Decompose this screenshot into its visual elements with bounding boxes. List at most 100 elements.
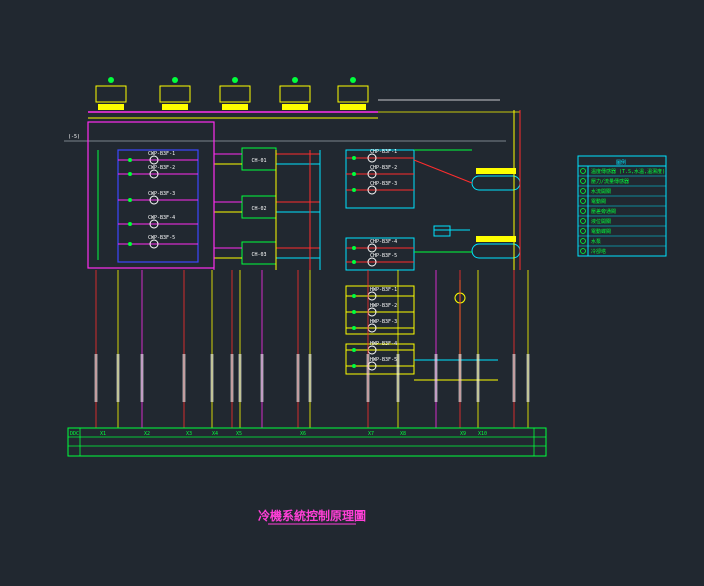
pump-label: CHP-B3F-2 bbox=[370, 165, 397, 171]
bus-terminal-label: X5 bbox=[236, 431, 242, 437]
pump-label: CHP-B3F-5 bbox=[370, 253, 397, 259]
pump-label: HWP-B3F-5 bbox=[370, 357, 397, 363]
legend-symbol-icon bbox=[580, 218, 586, 224]
legend-item: 電動閥 bbox=[591, 198, 606, 205]
legend-item: 液位開關 bbox=[591, 218, 611, 225]
valve-icon bbox=[352, 348, 356, 352]
pump-label: HWP-B3F-3 bbox=[370, 319, 397, 325]
pump-icon bbox=[149, 219, 159, 229]
legend-item: 冷卻塔 bbox=[591, 248, 606, 255]
bus-terminal-label: X8 bbox=[400, 431, 406, 437]
hot-water-pump[interactable]: HWP-B3F-5 bbox=[346, 357, 414, 371]
legend-symbol-icon bbox=[580, 238, 586, 244]
grid-ref: (-5) bbox=[68, 134, 80, 140]
condenser-pump[interactable]: CWP-B3F-1 bbox=[118, 151, 198, 165]
cooling-tower-row bbox=[88, 77, 520, 119]
pump-label: HWP-B3F-4 bbox=[370, 341, 397, 347]
hot-water-pump[interactable]: HWP-B3F-1 bbox=[346, 287, 414, 301]
valve-icon bbox=[352, 326, 356, 330]
pump-label: CHP-B3F-3 bbox=[370, 181, 397, 187]
cooling-tower bbox=[159, 77, 191, 110]
valve-icon bbox=[352, 310, 356, 314]
condenser-pump[interactable]: CWP-B3F-5 bbox=[118, 235, 198, 249]
valve-icon bbox=[128, 198, 132, 202]
pump-icon bbox=[149, 169, 159, 179]
valve-icon bbox=[128, 158, 132, 162]
pump-label: CHP-B3F-4 bbox=[370, 239, 397, 245]
pump-icon bbox=[367, 257, 377, 267]
cooling-tower bbox=[95, 77, 127, 110]
bus-terminal-label: X7 bbox=[368, 431, 374, 437]
valve-icon bbox=[352, 260, 356, 264]
ddc-bus: DDC X1 X2 X3 X4 X5 X6 X7 X8 X9 X10 bbox=[67, 427, 547, 457]
legend-title: 圖例 bbox=[616, 159, 626, 166]
chilled-water-pump[interactable]: CHP-B3F-4 bbox=[346, 239, 414, 253]
legend-symbol-icon bbox=[580, 208, 586, 214]
bus-terminal-label: X4 bbox=[212, 431, 218, 437]
pump-label: CWP-B3F-2 bbox=[148, 165, 175, 171]
pump-icon bbox=[149, 195, 159, 205]
legend-item: 壓力/流量傳感器 bbox=[591, 178, 629, 185]
legend-symbol-icon bbox=[580, 188, 586, 194]
chilled-water-pump[interactable]: CHP-B3F-5 bbox=[346, 253, 414, 267]
legend-symbol-icon bbox=[580, 228, 586, 234]
legend-table: 圖例 溫度傳感器 (T.S,水溫,溫濕度) 壓力/流量傳感器水流開關電動閥壓差旁通… bbox=[577, 155, 667, 257]
pump-icon bbox=[367, 243, 377, 253]
legend-symbol-icon bbox=[580, 198, 586, 204]
bus-terminal-label: X2 bbox=[144, 431, 150, 437]
condenser-pump[interactable]: CWP-B3F-2 bbox=[118, 165, 198, 179]
bus-terminal-label: DDC bbox=[70, 431, 79, 437]
pump-label: HWP-B3F-2 bbox=[370, 303, 397, 309]
hot-water-pump[interactable]: HWP-B3F-3 bbox=[346, 319, 414, 333]
chiller-unit[interactable]: CH-03 bbox=[214, 241, 320, 265]
pump-label: HWP-B3F-1 bbox=[370, 287, 397, 293]
chilled-water-pump[interactable]: CHP-B3F-3 bbox=[346, 181, 414, 195]
bus-terminal-label: X3 bbox=[186, 431, 192, 437]
valve-icon bbox=[128, 222, 132, 226]
condenser-pump[interactable]: CWP-B3F-4 bbox=[118, 215, 198, 229]
condenser-pump[interactable]: CWP-B3F-3 bbox=[118, 191, 198, 205]
chilled-water-pump[interactable]: CHP-B3F-1 bbox=[346, 149, 414, 163]
hot-water-pump-block bbox=[345, 285, 415, 375]
valve-icon bbox=[128, 172, 132, 176]
chiller-unit[interactable]: CH-01 bbox=[214, 147, 320, 171]
chiller-label: CH-02 bbox=[251, 206, 266, 212]
pump-icon bbox=[367, 153, 377, 163]
pump-label: CWP-B3F-1 bbox=[148, 151, 175, 157]
chiller-unit[interactable]: CH-02 bbox=[214, 195, 320, 219]
bus-terminal-label: X10 bbox=[478, 431, 487, 437]
pump-icon bbox=[149, 155, 159, 165]
pump-label: CWP-B3F-3 bbox=[148, 191, 175, 197]
chilled-water-pump[interactable]: CHP-B3F-2 bbox=[346, 165, 414, 179]
bus-terminal-label: X1 bbox=[100, 431, 106, 437]
legend-item: 水流開關 bbox=[591, 188, 611, 195]
valve-icon bbox=[352, 156, 356, 160]
pump-label: CWP-B3F-5 bbox=[148, 235, 175, 241]
cooling-tower bbox=[219, 77, 251, 110]
header-vessel bbox=[471, 168, 521, 191]
pump-icon bbox=[149, 239, 159, 249]
drawing-title: 冷機系統控制原理圖 bbox=[258, 508, 366, 523]
bus-terminal-label: X6 bbox=[300, 431, 306, 437]
valve-icon bbox=[128, 242, 132, 246]
hot-water-pump[interactable]: HWP-B3F-2 bbox=[346, 303, 414, 317]
pump-icon bbox=[367, 169, 377, 179]
legend-item: 壓差旁通閥 bbox=[591, 208, 616, 215]
chilled-pump-block bbox=[319, 149, 415, 271]
legend-symbol-icon bbox=[580, 168, 586, 174]
legend-item: 水泵 bbox=[591, 238, 601, 245]
valve-icon bbox=[352, 364, 356, 368]
pump-label: CHP-B3F-1 bbox=[370, 149, 397, 155]
chiller-label: CH-03 bbox=[251, 252, 266, 258]
legend-item: 溫度傳感器 (T.S,水溫,溫濕度) bbox=[591, 168, 665, 175]
hot-water-pump[interactable]: HWP-B3F-4 bbox=[346, 341, 414, 355]
legend-symbol-icon bbox=[580, 178, 586, 184]
valve-icon bbox=[352, 188, 356, 192]
chiller-label: CH-01 bbox=[251, 158, 266, 164]
pump-icon bbox=[367, 185, 377, 195]
valve-icon bbox=[352, 172, 356, 176]
header-vessel bbox=[471, 236, 521, 259]
bus-terminal-label: X9 bbox=[460, 431, 466, 437]
pump-label: CWP-B3F-4 bbox=[148, 215, 175, 221]
